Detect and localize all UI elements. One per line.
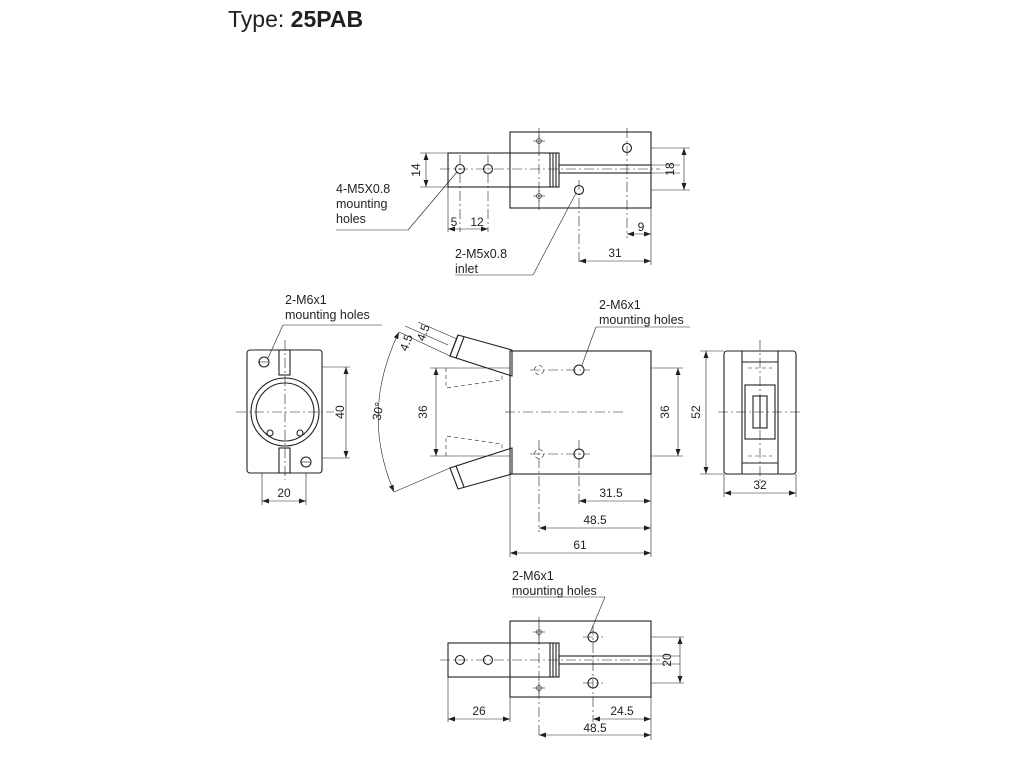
svg-text:mounting: mounting xyxy=(336,197,387,211)
svg-text:mounting holes: mounting holes xyxy=(512,584,597,598)
dim-18: 18 xyxy=(663,162,677,176)
label-left-mount: 2-M6x1 xyxy=(285,293,327,307)
dim-26: 26 xyxy=(472,704,486,718)
middle-view: 36 36 30° 4.5 4.5 31.5 48.5 61 2-M6x1 mo… xyxy=(370,298,690,557)
dim-36-right: 36 xyxy=(658,405,672,419)
dim-14: 14 xyxy=(409,163,423,177)
dim-61: 61 xyxy=(573,538,587,552)
dim-4-5-a: 4.5 xyxy=(397,332,416,353)
dim-48-5-bottom: 48.5 xyxy=(583,721,607,735)
svg-text:holes: holes xyxy=(336,212,366,226)
left-view: 40 20 2-M6x1 mounting holes xyxy=(236,293,382,505)
bottom-view: 20 26 24.5 48.5 2-M6x1 mounting holes xyxy=(440,569,684,740)
dim-40: 40 xyxy=(333,405,347,419)
dim-52: 52 xyxy=(689,405,703,419)
dim-20: 20 xyxy=(277,486,291,500)
label-top-mount: 4-M5X0.8 xyxy=(336,182,390,196)
page-title: Type: 25PAB xyxy=(228,6,364,32)
dim-24-5: 24.5 xyxy=(610,704,634,718)
top-view: 14 18 5 12 9 31 4-M5X0.8 mounting holes … xyxy=(336,128,690,276)
dim-4-5-b: 4.5 xyxy=(414,322,433,343)
dim-5: 5 xyxy=(451,215,458,229)
svg-text:inlet: inlet xyxy=(455,262,478,276)
dim-31: 31 xyxy=(608,246,622,260)
label-bottom-mount: 2-M6x1 xyxy=(512,569,554,583)
dim-31-5: 31.5 xyxy=(599,486,623,500)
svg-text:mounting holes: mounting holes xyxy=(285,308,370,322)
dim-48-5: 48.5 xyxy=(583,513,607,527)
dim-9: 9 xyxy=(638,220,645,234)
dim-12: 12 xyxy=(470,215,484,229)
right-view: 52 32 xyxy=(689,340,802,497)
svg-text:mounting holes: mounting holes xyxy=(599,313,684,327)
dim-32: 32 xyxy=(753,478,767,492)
dim-36-left: 36 xyxy=(416,405,430,419)
dim-30-deg: 30° xyxy=(370,401,387,422)
label-mid-mount: 2-M6x1 xyxy=(599,298,641,312)
label-inlet: 2-M5x0.8 xyxy=(455,247,507,261)
dim-20-bottom: 20 xyxy=(660,653,674,667)
